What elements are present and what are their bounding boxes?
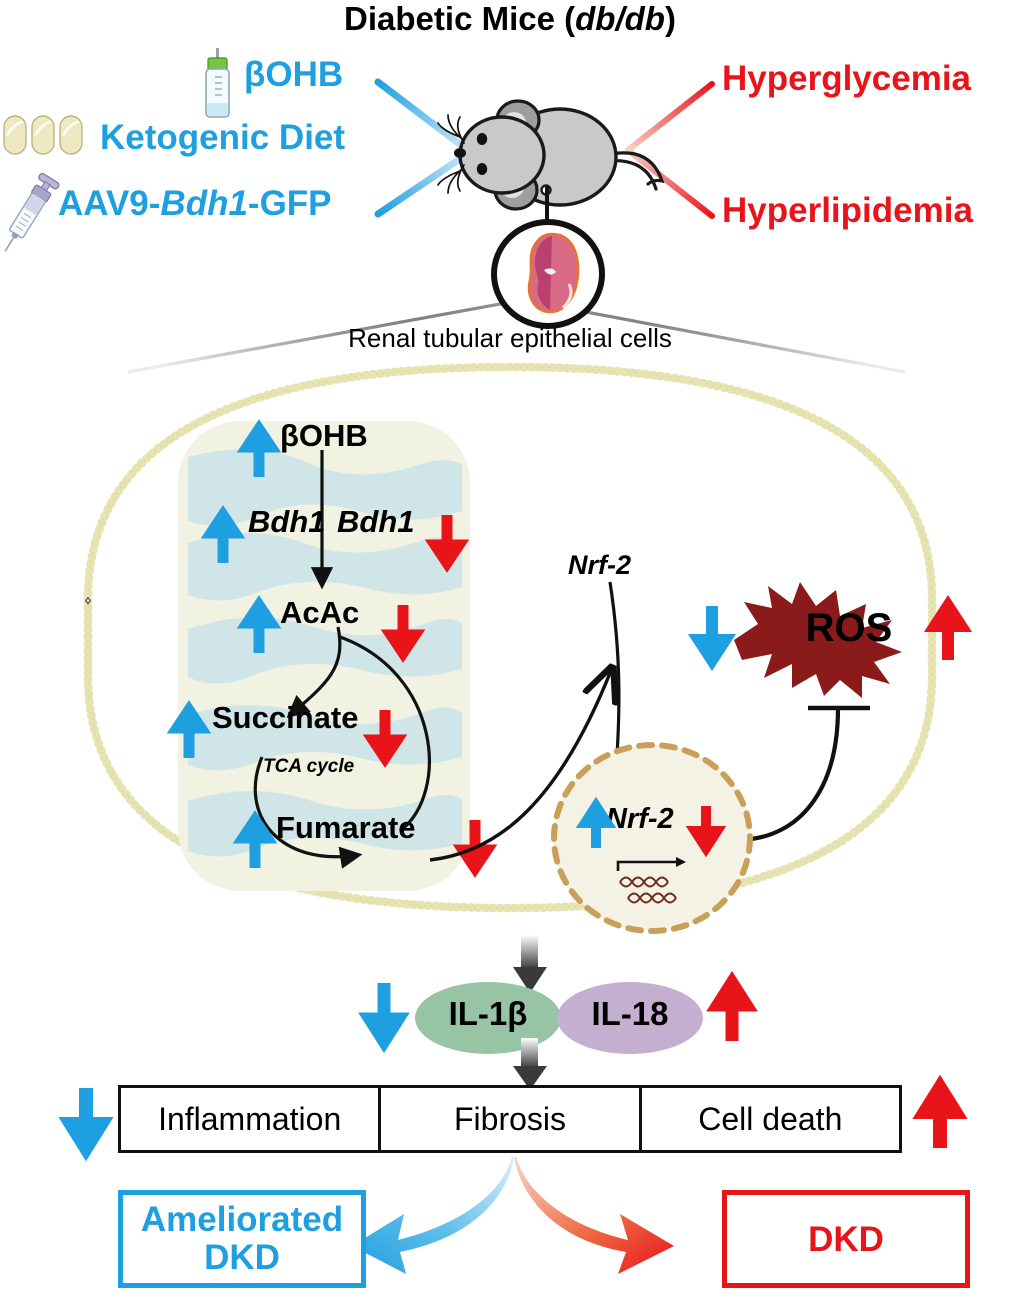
page-title-main: Diabetic Mice ( xyxy=(344,0,576,37)
cytokine-il18-label: IL-18 xyxy=(557,997,703,1030)
outcome-inflammation-text: Inflammation xyxy=(158,1100,342,1137)
mouse-icon xyxy=(437,99,665,211)
outcome-cell-death: Cell death xyxy=(642,1088,899,1150)
syringe-icon xyxy=(4,172,60,252)
outcomes-regulation-arrows xyxy=(58,1074,968,1162)
outcomes-row: Inflammation Fibrosis Cell death xyxy=(118,1085,902,1153)
phenotype-label-hyperglycemia: Hyperglycemia xyxy=(722,61,971,96)
dkd-label: DKD xyxy=(808,1219,884,1259)
phenotype-hyperglycemia-text: Hyperglycemia xyxy=(722,59,972,98)
nucleus-contents xyxy=(575,796,727,904)
up-arrow-acac xyxy=(236,595,282,653)
arrow-to-cytokines xyxy=(513,935,547,993)
up-arrow-bdh1 xyxy=(200,505,246,563)
down-arrow-outcomes xyxy=(58,1088,114,1162)
enzyme-bdh1-up: Bdh1 xyxy=(248,506,326,537)
metabolite-succinate: Succinate xyxy=(212,702,358,733)
ros-label-text: ROS xyxy=(805,606,893,650)
outcome-box-dkd: DKD xyxy=(722,1190,970,1288)
cytokine-regulation-arrows xyxy=(358,970,758,1054)
ameliorated-dkd-line1: Ameliorated xyxy=(140,1200,344,1240)
intervention-aav9-prefix: AAV9- xyxy=(58,184,161,223)
intervention-aav9-suffix: -GFP xyxy=(247,184,332,223)
up-arrow-ros xyxy=(923,594,973,660)
intervention-bohb-text: βOHB xyxy=(244,55,344,94)
intervention-aav9-gene: Bdh1 xyxy=(160,184,248,223)
enzyme-bdh1-down-text: Bdh1 xyxy=(337,504,415,539)
kidney-magnifier-icon xyxy=(491,219,605,329)
down-arrow-nrf2 xyxy=(685,806,727,858)
down-arrow-fumarate xyxy=(452,820,498,878)
metabolite-acac: AcAc xyxy=(280,597,359,628)
metabolite-bohb: βOHB xyxy=(280,420,368,451)
intervention-label-ketogenic-diet: Ketogenic Diet xyxy=(100,120,345,155)
vaccine-bottle-icon xyxy=(205,48,230,118)
cytokine-ellipses xyxy=(415,982,703,1054)
tca-cycle-text: TCA cycle xyxy=(263,756,355,777)
down-arrow-succinate xyxy=(362,710,408,768)
nrf2-cytosolic-label: Nrf-2 xyxy=(568,552,631,579)
phenotype-label-hyperlipidemia: Hyperlipidemia xyxy=(722,193,973,228)
intervention-label-bohb: βOHB xyxy=(244,57,343,92)
metabolite-bohb-text: βOHB xyxy=(280,418,368,453)
final-fan-arrows xyxy=(352,1156,674,1274)
down-arrow-il1b xyxy=(358,983,410,1054)
nrf2-cytosolic-text: Nrf-2 xyxy=(568,550,632,580)
mitochondrion-regulation-arrows xyxy=(166,419,498,878)
metabolite-fumarate: Fumarate xyxy=(276,812,416,843)
intervention-label-aav9-bdh1-gfp: AAV9-Bdh1-GFP xyxy=(58,186,332,221)
page-title: Diabetic Mice (db/db) xyxy=(0,2,1020,35)
up-arrow-outcomes xyxy=(912,1074,968,1148)
cell-caption: Renal tubular epithelial cells xyxy=(0,325,1020,351)
ros-label: ROS xyxy=(724,608,974,648)
outcome-fibrosis-text: Fibrosis xyxy=(453,1100,566,1137)
up-arrow-il18 xyxy=(706,970,758,1041)
mitochondrion-pathway-arrows xyxy=(253,450,431,869)
up-arrow-nrf2 xyxy=(575,796,617,848)
down-arrow-bdh1 xyxy=(424,515,470,573)
outcome-fibrosis: Fibrosis xyxy=(381,1088,642,1150)
arrow-to-outcomes xyxy=(513,1038,547,1090)
nrf2-nuclear-label: Nrf-2 xyxy=(606,805,674,834)
cytokine-il18-text: IL-18 xyxy=(591,995,669,1032)
tca-cycle-label: TCA cycle xyxy=(263,757,354,776)
page-title-close: ) xyxy=(664,0,676,37)
intervention-ketogenic-text: Ketogenic Diet xyxy=(100,118,346,157)
cell-caption-text: Renal tubular epithelial cells xyxy=(348,323,672,353)
page-title-genotype: db/db xyxy=(575,0,665,37)
cytokine-il1b-text: IL-1β xyxy=(448,995,528,1032)
ameliorated-dkd-line2: DKD xyxy=(204,1238,280,1277)
up-arrow-fumarate xyxy=(232,810,278,868)
metabolite-acac-text: AcAc xyxy=(280,595,360,630)
phenotype-hyperlipidemia-text: Hyperlipidemia xyxy=(722,191,973,230)
ros-regulation-arrows xyxy=(687,594,973,672)
enzyme-bdh1-down: Bdh1 xyxy=(337,506,415,537)
nucleus xyxy=(551,742,753,934)
cytokine-il1b-label: IL-1β xyxy=(415,997,561,1030)
mitochondrion xyxy=(178,421,470,891)
capsules-icon xyxy=(3,115,83,155)
outcome-inflammation: Inflammation xyxy=(121,1088,382,1150)
metabolite-fumarate-text: Fumarate xyxy=(276,810,416,845)
metabolite-succinate-text: Succinate xyxy=(212,700,359,735)
ros-burst xyxy=(734,582,902,698)
down-arrow-ros xyxy=(687,606,737,672)
nrf2-nuclear-text: Nrf-2 xyxy=(606,803,674,835)
up-arrow-succinate xyxy=(166,700,212,758)
outcome-box-ameliorated-dkd: Ameliorated DKD xyxy=(118,1190,366,1288)
down-arrow-acac xyxy=(380,605,426,663)
up-arrow-bohb xyxy=(236,419,282,477)
outcome-cell-death-text: Cell death xyxy=(698,1100,843,1137)
enzyme-bdh1-up-text: Bdh1 xyxy=(248,504,326,539)
